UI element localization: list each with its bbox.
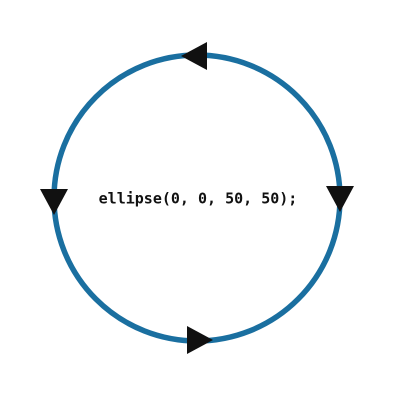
arrow-left-icon <box>40 189 68 215</box>
arrow-right-icon <box>326 186 354 212</box>
arrow-layer <box>40 42 354 354</box>
arrow-bottom-icon <box>187 326 213 354</box>
arrow-top-icon <box>181 42 207 70</box>
code-label: ellipse(0, 0, 50, 50); <box>99 190 298 208</box>
